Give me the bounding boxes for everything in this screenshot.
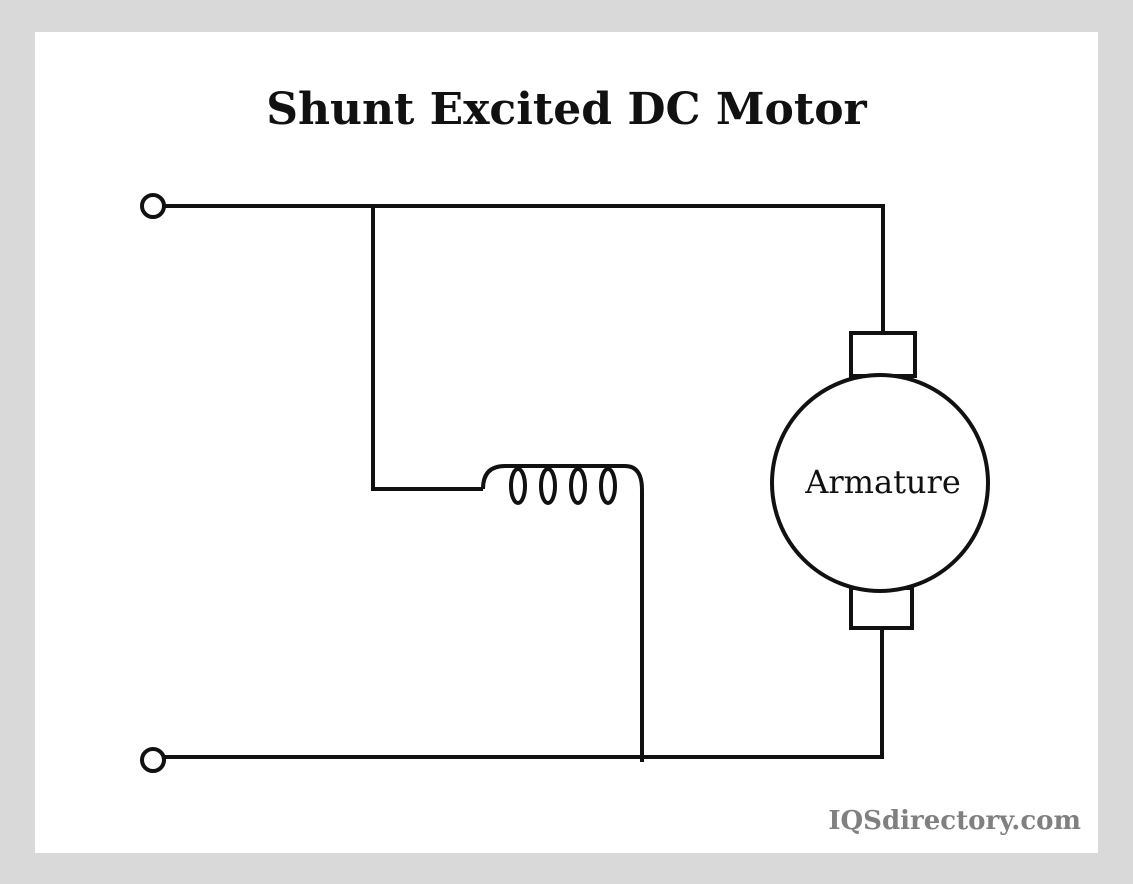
wire-top	[164, 204, 885, 333]
wire-bottom	[164, 628, 884, 759]
wire-shunt-branch	[371, 206, 483, 491]
coil-loops	[509, 467, 617, 505]
watermark: IQSdirectory.com	[828, 806, 1081, 836]
armature-label: Armature	[804, 463, 961, 501]
armature-circle	[770, 373, 990, 593]
brush-top	[849, 331, 917, 378]
terminal-top	[140, 193, 166, 219]
diagram-title: Shunt Excited DC Motor	[266, 84, 867, 135]
brush-bottom	[849, 586, 914, 630]
field-coil	[481, 464, 644, 762]
terminal-bottom	[140, 747, 166, 773]
